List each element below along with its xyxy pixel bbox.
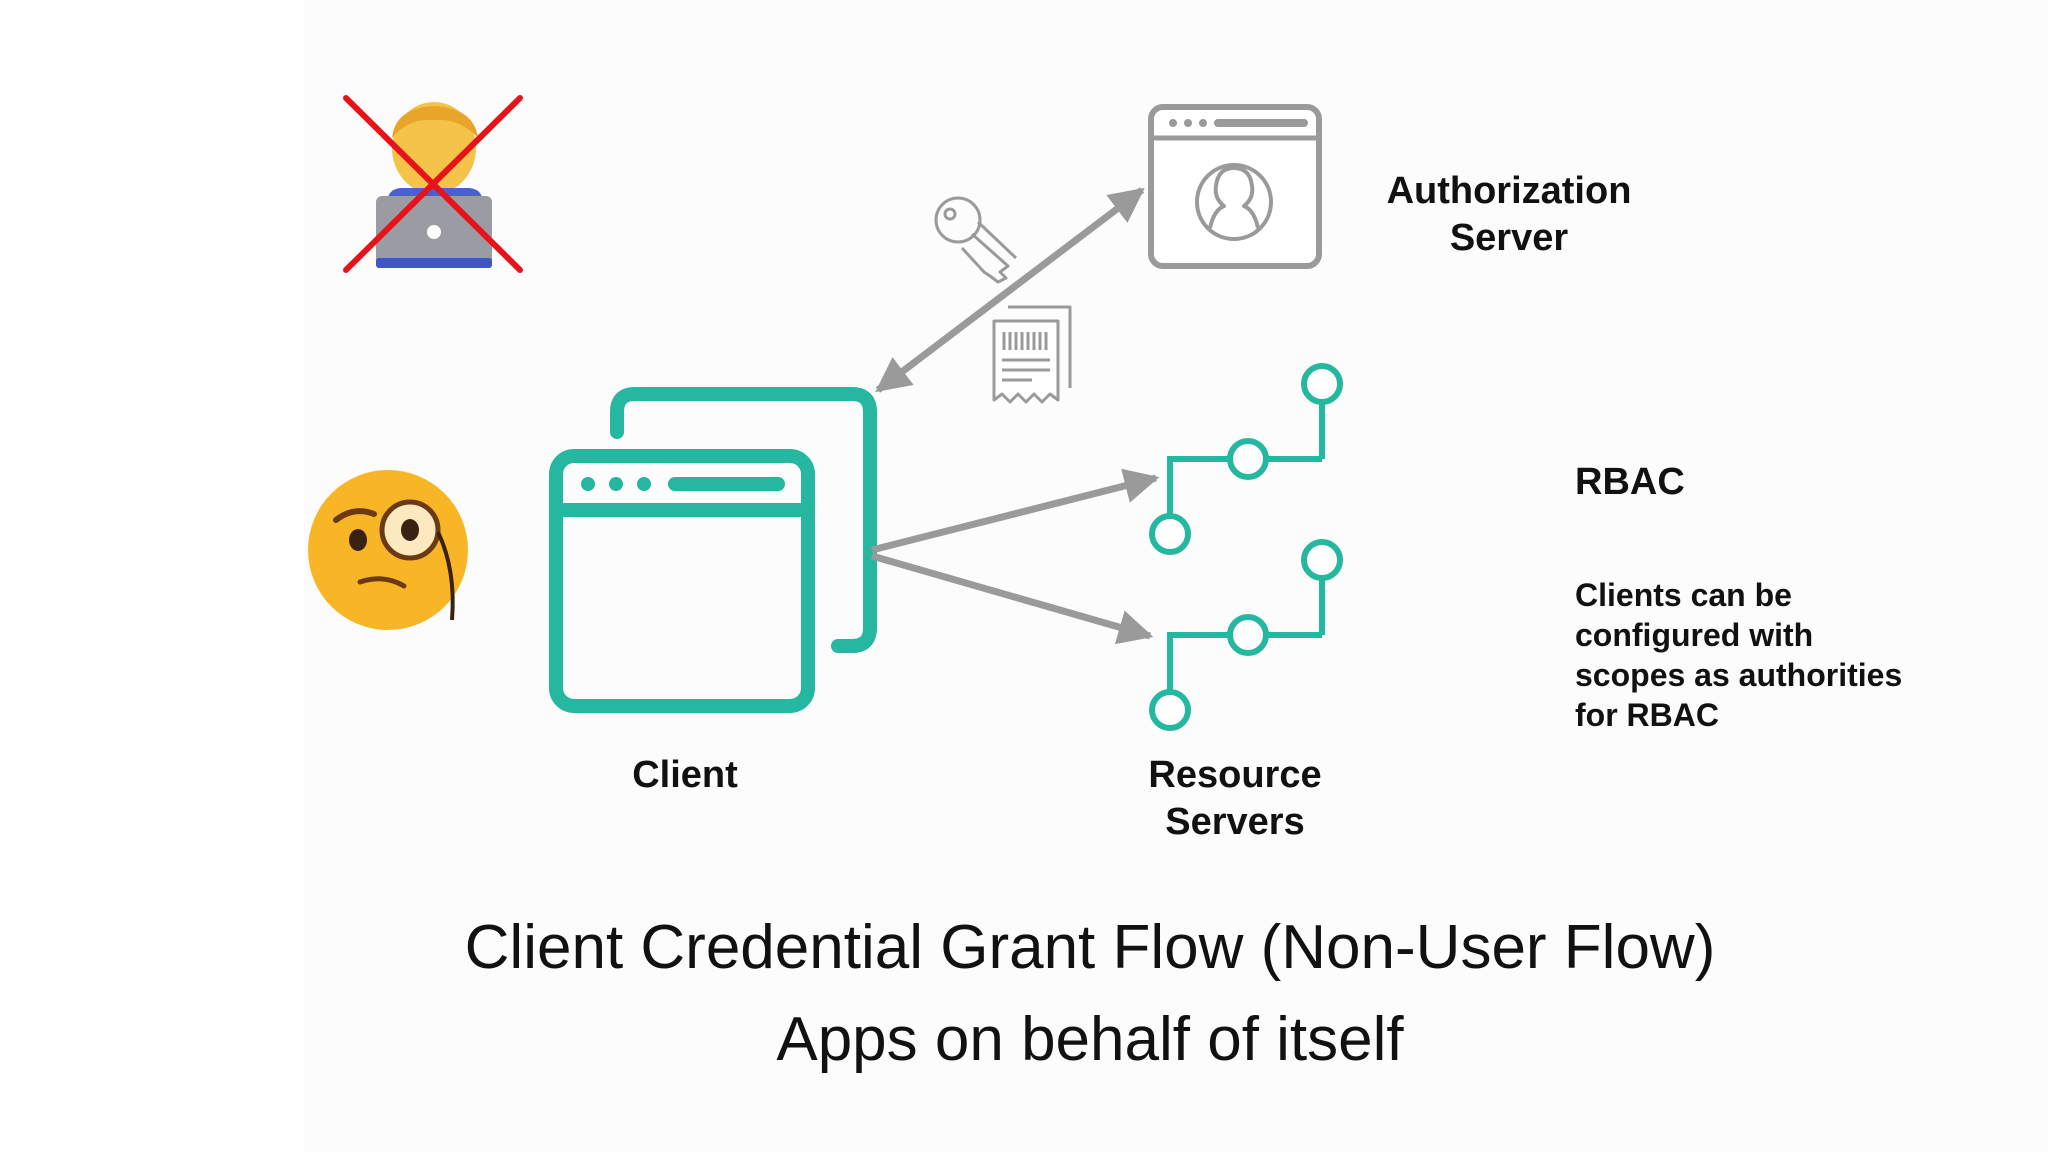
authorization-server-icon [1148,104,1322,269]
auth-arrow [875,187,1145,393]
key-icon [934,196,1018,284]
rbac-heading: RBAC [1575,461,1685,503]
arrows [871,187,1160,645]
client-label: Client [632,754,738,796]
resource-arrow-top [871,468,1160,554]
receipt-icon [992,305,1072,404]
rbac-description-line: scopes as authorities [1575,657,1903,693]
rbac-description: Clients can be configured with scopes as… [1575,575,1975,735]
resource-server-icon [1149,539,1343,731]
rbac-description-line: Clients can be [1575,577,1792,613]
resource-server-icon [1149,363,1343,555]
resource-servers-label-line: Resource [1148,754,1322,796]
resource-servers-label-line: Servers [1165,801,1305,843]
client-window-icon [549,387,877,713]
rbac-description-line: for RBAC [1575,697,1719,733]
resource-arrow-bottom [871,552,1154,645]
rbac-description-line: configured with [1575,617,1814,653]
authorization-server-label: Authorization Server [1386,170,1632,259]
client-window-dots [581,477,785,491]
cross-icon [343,95,523,273]
user-laptop-emoji [376,102,492,268]
resource-servers-label: Resource Servers [1110,752,1360,846]
slide-subtitle: Apps on behalf of itself [776,1005,1404,1074]
slide-title: Client Credential Grant Flow (Non-User F… [464,913,1716,982]
monocle-face-emoji [308,470,468,630]
